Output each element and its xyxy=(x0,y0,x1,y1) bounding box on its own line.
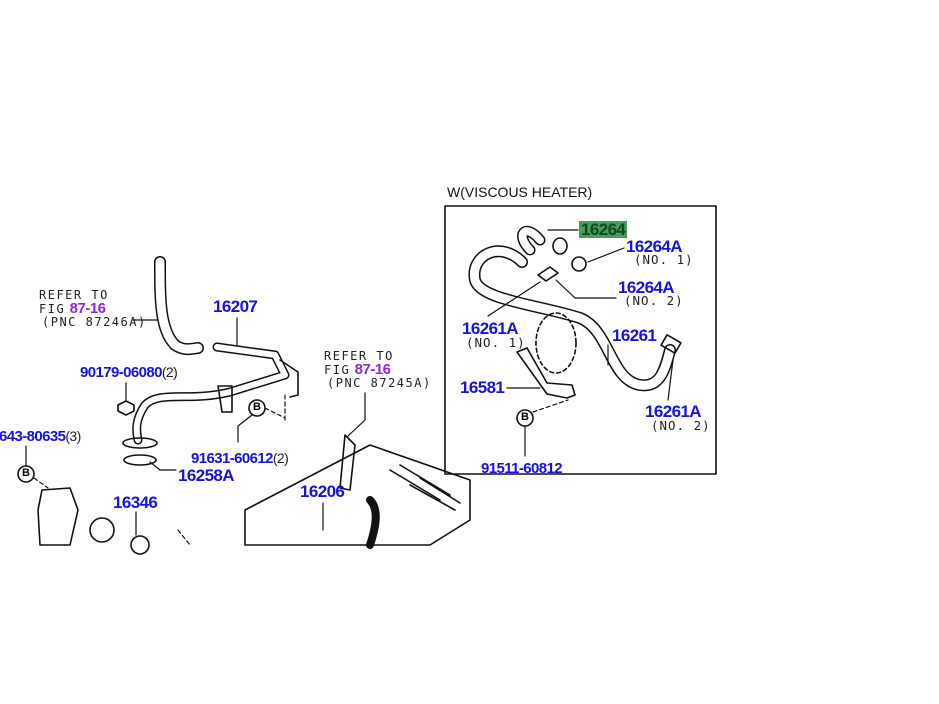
part-number: 643-80635 xyxy=(0,428,66,445)
part-link-90179-06080[interactable]: 90179-06080(2) xyxy=(80,364,178,381)
fig-link-87-16[interactable]: 87-16 xyxy=(354,361,391,378)
clamp-icon xyxy=(660,334,682,354)
part-link-16264A-no1[interactable]: 16264A xyxy=(626,237,683,256)
part-link-16206[interactable]: 16206 xyxy=(300,482,345,501)
refer-note-fig: FIG 87-16 xyxy=(324,362,391,378)
part-number: 90179-06080 xyxy=(80,364,162,381)
inset-frame xyxy=(444,205,717,475)
pipe-16207 xyxy=(122,342,299,466)
refer-note-line1: REFER TO xyxy=(324,349,394,363)
fig-prefix: FIG xyxy=(324,363,351,377)
fig-link-87-16[interactable]: 87-16 xyxy=(69,300,106,317)
nut-icon xyxy=(117,400,135,416)
heater-body xyxy=(535,312,577,374)
part-number: 91631-60612 xyxy=(191,450,273,467)
leader-lines xyxy=(487,229,674,457)
part-link-91631-60612[interactable]: 91631-60612(2) xyxy=(191,450,289,467)
part-link-16346[interactable]: 16346 xyxy=(113,493,158,512)
bolt-marker: B xyxy=(253,401,261,413)
part-link-16261A-no1[interactable]: 16261A xyxy=(462,319,519,338)
thermostat-housing xyxy=(37,487,150,555)
heater-core-16206 xyxy=(244,434,471,549)
part-link-91511-60812[interactable]: 91511-60812 xyxy=(481,460,563,477)
leader-lines-main xyxy=(25,317,366,546)
part-note: (NO. 2) xyxy=(651,418,711,433)
refer-note-fig: FIG 87-16 xyxy=(39,301,106,317)
inset-hose-16261 xyxy=(468,245,676,392)
part-link-643-80635[interactable]: 643-80635(3) xyxy=(0,429,81,444)
refer-note-line1: REFER TO xyxy=(39,288,109,302)
part-link-16258A[interactable]: 16258A xyxy=(178,466,235,485)
inset-hose-16264 xyxy=(517,225,568,256)
part-link-16264-highlighted[interactable]: 16264 xyxy=(579,220,628,239)
refer-note-pnc: (PNC 87246A) xyxy=(42,315,147,329)
quantity: (2) xyxy=(161,364,178,380)
bracket-16581 xyxy=(516,347,576,399)
refer-note-pnc: (PNC 87245A) xyxy=(327,376,432,390)
part-link-16261[interactable]: 16261 xyxy=(612,326,657,345)
part-link-16261A-no2[interactable]: 16261A xyxy=(645,402,702,421)
quantity: (3) xyxy=(65,428,81,444)
clamp-icon xyxy=(571,256,587,272)
bolt-marker: B xyxy=(521,411,529,423)
part-link-16264A-no2[interactable]: 16264A xyxy=(618,278,675,297)
inset-title: W(VISCOUS HEATER) xyxy=(447,184,593,200)
quantity: (2) xyxy=(272,450,289,466)
part-link-16207[interactable]: 16207 xyxy=(213,297,258,316)
part-note: (NO. 1) xyxy=(634,252,694,267)
part-note: (NO. 1) xyxy=(466,335,526,350)
clamp-icon xyxy=(537,266,559,282)
bolt-marker: B xyxy=(22,467,30,479)
fig-prefix: FIG xyxy=(39,302,66,316)
hose-upper xyxy=(154,256,204,356)
part-note: (NO. 2) xyxy=(624,293,684,308)
part-link-16581[interactable]: 16581 xyxy=(460,378,505,397)
